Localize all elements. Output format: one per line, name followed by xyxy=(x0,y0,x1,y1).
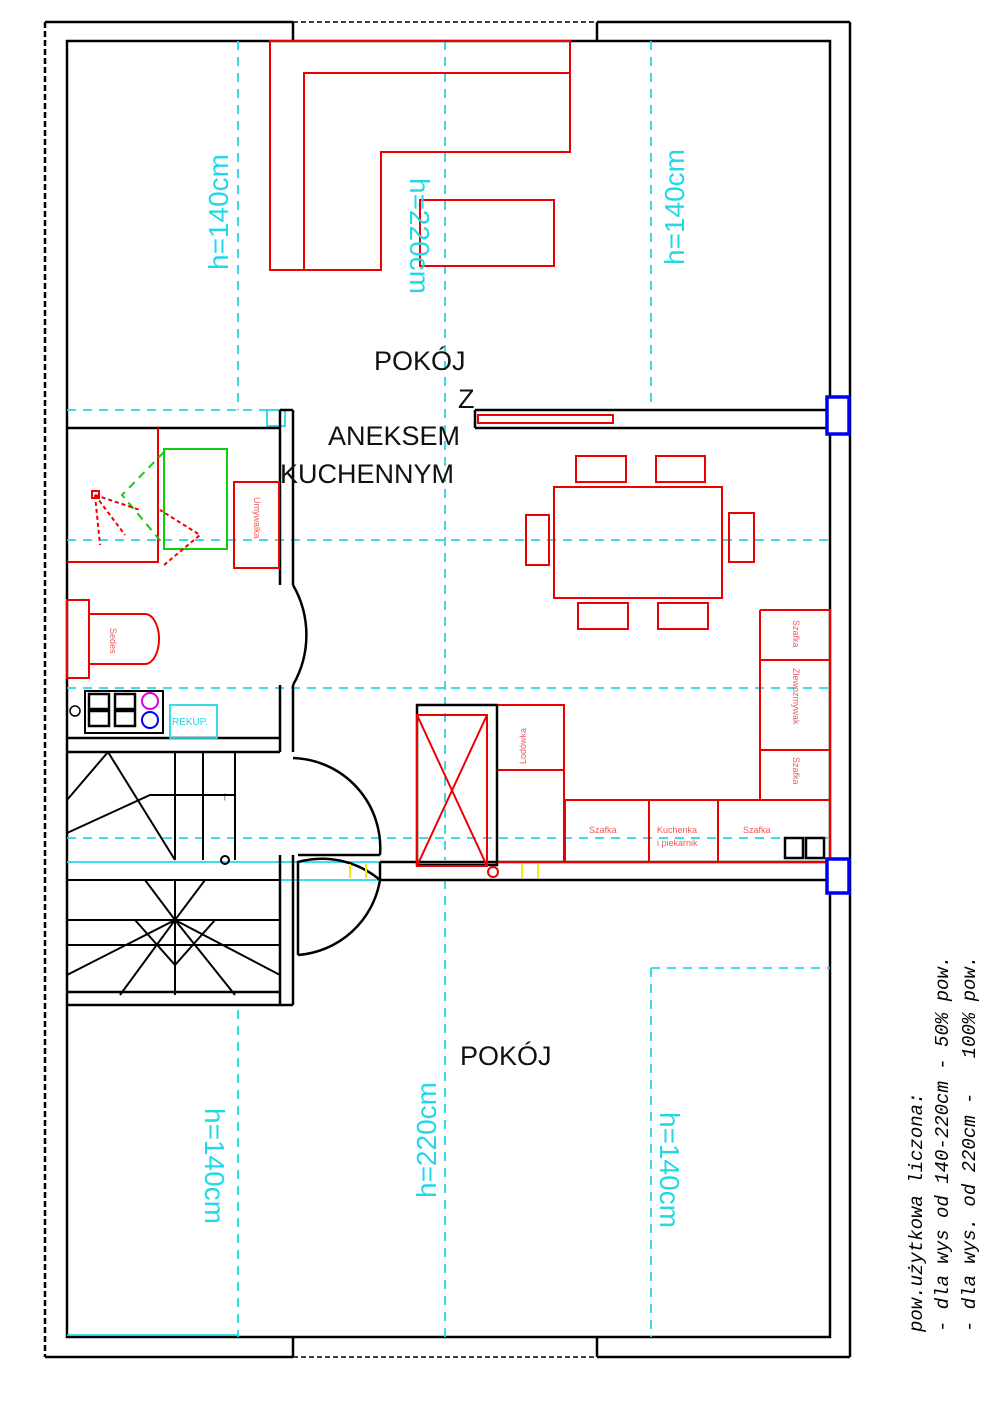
height-label: h=220cm xyxy=(404,178,435,294)
stove-label: Kuchenka xyxy=(657,825,697,835)
kitchen-furniture: Szafka Zlewozmywak Szafka Lodówka Szafka… xyxy=(269,40,831,878)
toilet xyxy=(89,613,160,665)
chair xyxy=(655,455,706,483)
corner-sofa xyxy=(269,40,571,271)
window-sill xyxy=(477,414,614,424)
recuperator-label: REKUP. xyxy=(172,717,208,728)
height-label: h=140cm xyxy=(203,154,234,270)
area-note-line: - dla wys od 140-220cm - 50% pow. xyxy=(932,956,954,1332)
room-label: POKÓJ xyxy=(460,1040,552,1071)
height-label: h=220cm xyxy=(411,1082,442,1198)
room-label: KUCHENNYM xyxy=(280,459,454,489)
height-label: h=140cm xyxy=(659,149,690,265)
fridge-label: Lodówka xyxy=(518,728,528,764)
door-swing xyxy=(296,857,382,957)
dining-table xyxy=(553,486,723,599)
outer-boundary xyxy=(43,20,852,1359)
svg-text:↑: ↑ xyxy=(222,789,228,803)
room-label: Z xyxy=(458,384,475,414)
shower-tray xyxy=(163,448,228,550)
door-swing xyxy=(292,756,382,857)
room-label: POKÓJ xyxy=(374,345,466,376)
washbasin xyxy=(233,481,280,569)
internal-walls xyxy=(67,408,830,1007)
height-label: h=140cm xyxy=(654,1112,685,1228)
cabinet-label: Szafka xyxy=(791,620,801,648)
area-note-title: pow.użytkowa liczona: xyxy=(906,1093,928,1333)
chair xyxy=(728,512,755,563)
window xyxy=(825,395,851,436)
washbasin-label: Umywalka xyxy=(252,497,262,539)
room-label: ANEKSEM xyxy=(328,421,460,451)
chair xyxy=(575,455,627,483)
cabinet-label: Szafka xyxy=(791,757,801,785)
chair xyxy=(525,514,550,566)
window xyxy=(825,857,851,895)
stove-label: i piekarnik xyxy=(657,838,698,848)
door-swing xyxy=(291,584,308,686)
staircase: ↑ xyxy=(66,751,281,996)
bathroom-fixtures: Umywalka Sedes REKUP. xyxy=(66,428,280,739)
sink-label: Zlewozmywak xyxy=(791,668,801,725)
height-guides xyxy=(67,41,830,1337)
cabinet-label: Szafka xyxy=(743,825,771,835)
chair xyxy=(577,602,629,630)
cabinet-label: Szafka xyxy=(589,825,617,835)
area-note-line: - dla wys. od 220cm - 100% pow. xyxy=(959,956,981,1332)
chair xyxy=(657,602,709,630)
toilet-label: Sedes xyxy=(108,628,118,654)
height-label: h=140cm xyxy=(199,1108,230,1224)
inner-wall xyxy=(65,39,832,1339)
